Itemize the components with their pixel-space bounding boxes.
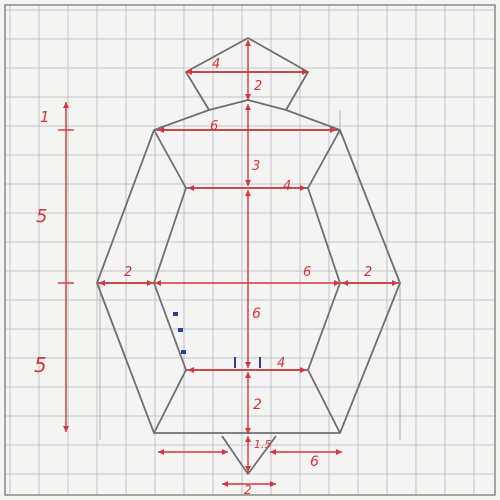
arrowhead [158,127,164,133]
label-upper-width: 6 [210,119,218,134]
arrowhead [63,102,69,108]
lower-left-facet [153,369,187,434]
arrowhead [222,481,228,487]
arrowhead [270,449,276,455]
label-inner-lower-width: 4 [277,356,285,371]
arrowhead [158,449,164,455]
label-bottom-tip-width: 2 [244,483,252,497]
label-inner-upper-width: 4 [283,179,291,194]
arrowhead [392,280,398,286]
label-right-offset: 2 [364,265,372,280]
page-border [4,4,496,496]
arrowhead [147,280,153,286]
dimension-lines [58,40,398,485]
label-side-upper: 1 [40,108,50,126]
dimension-labels: 4 2 6 3 4 6 6 2 2 4 2 1.5 6 2 1 5 5 [34,57,372,497]
label-side-middle: 5 [36,206,47,227]
arrowhead [245,466,251,472]
arrowhead [245,40,251,46]
label-top-width: 4 [212,57,220,72]
arrowhead [245,428,251,434]
arrowhead [300,185,306,191]
arrowhead [245,372,251,378]
arrowhead [155,280,161,286]
arrowhead [186,69,192,75]
label-top-height: 2 [254,79,262,94]
grid-lines [5,5,495,495]
arrowhead [334,280,340,286]
arrowhead [245,180,251,186]
arrowhead [300,367,306,373]
label-middle-height: 6 [252,306,261,322]
arrowhead [188,367,194,373]
arrowhead [63,426,69,432]
arrowhead [245,436,251,442]
arrowhead [245,104,251,110]
blue-mark-upper [173,312,178,316]
label-bottom-width: 6 [310,454,319,470]
blue-marks [173,312,261,368]
blue-mark-lower [181,350,186,354]
outer-outline [96,37,401,434]
label-upper-height: 3 [252,159,260,174]
arrowhead [222,449,228,455]
arrowhead [336,449,342,455]
arrowhead [99,280,105,286]
label-side-lower: 5 [34,353,47,377]
arrowhead [302,69,308,75]
label-left-offset: 2 [124,265,132,280]
blue-mark-middle [178,328,183,332]
arrowhead [188,185,194,191]
dimension-arrowheads [63,40,398,487]
label-tip-height: 1.5 [254,438,272,451]
label-middle-width: 6 [303,265,311,280]
label-lower-height: 2 [253,397,262,413]
arrowhead [342,280,348,286]
arrowhead [330,127,336,133]
arrowhead [245,190,251,196]
lower-right-facet [307,369,341,434]
bottom-tip [221,435,277,475]
arrowhead [270,481,276,487]
arrowhead [245,362,251,368]
arrowhead [245,94,251,100]
